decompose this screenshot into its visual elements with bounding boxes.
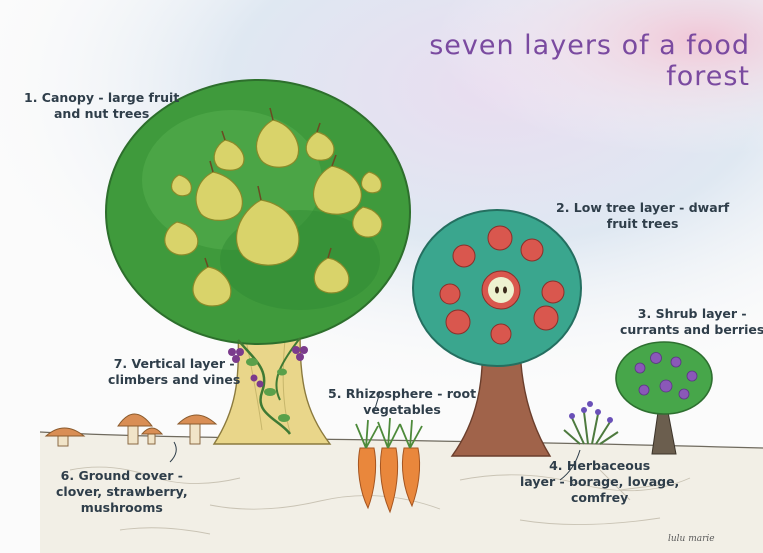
label-line: 3. Shrub layer - [620,306,763,322]
label-low-tree-layer: 2. Low tree layer - dwarf fruit trees [556,200,729,232]
label-line: layer - borage, lovage, [520,474,679,490]
label-line: 5. Rhizosphere - root [328,386,476,402]
shrub-foliage [616,342,712,414]
page-title: seven layers of a food forest [410,30,750,92]
label-line: and nut trees [24,106,179,122]
label-line: clover, strawberry, [56,484,188,500]
label-line: 4. Herbaceous [520,458,679,474]
label-line: mushrooms [56,500,188,516]
label-canopy-layer: 1. Canopy - large fruit and nut trees [24,90,179,122]
label-line: fruit trees [556,216,729,232]
label-line: climbers and vines [108,372,240,388]
label-vertical-layer: 7. Vertical layer - climbers and vines [108,356,240,388]
label-line: 2. Low tree layer - dwarf [556,200,729,216]
label-shrub-layer: 3. Shrub layer - currants and berries [620,306,763,338]
label-line: 7. Vertical layer - [108,356,240,372]
label-herbaceous-layer: 4. Herbaceous layer - borage, lovage, co… [520,458,679,506]
label-line: comfrey [520,490,679,506]
label-ground-cover-layer: 6. Ground cover - clover, strawberry, mu… [56,468,188,516]
label-line: 6. Ground cover - [56,468,188,484]
label-rhizosphere-layer: 5. Rhizosphere - root vegetables [328,386,476,418]
label-line: currants and berries [620,322,763,338]
label-line: 1. Canopy - large fruit [24,90,179,106]
artist-signature: lulu marie [668,534,715,544]
label-line: vegetables [328,402,476,418]
